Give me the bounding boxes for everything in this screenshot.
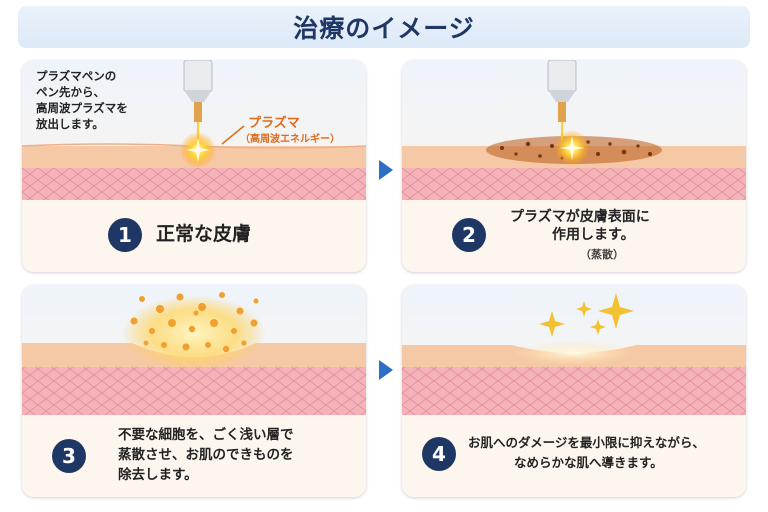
step-note: （蒸散） bbox=[580, 248, 624, 261]
removal-illustration bbox=[22, 285, 366, 435]
step-description: 正常な皮膚 bbox=[156, 223, 252, 245]
next-arrow-icon bbox=[379, 360, 393, 380]
step-number-badge: 3 bbox=[52, 439, 86, 473]
step-number-badge: 2 bbox=[452, 218, 486, 252]
next-arrow-icon bbox=[379, 160, 393, 180]
step-description: 不要な細胞を、ごく浅い層で 蒸散させ、お肌のできものを 除去します。 bbox=[118, 427, 294, 483]
step-number-badge: 1 bbox=[108, 218, 142, 252]
step-number-badge: 4 bbox=[422, 437, 456, 471]
step-description-line1: お肌へのダメージを最小限に抑えながら、 bbox=[468, 435, 705, 450]
step-description-line1: プラズマが皮膚表面に bbox=[510, 209, 650, 225]
step-panel-3: 3 不要な細胞を、ごく浅い層で 蒸散させ、お肌のできものを 除去します。 bbox=[22, 285, 366, 497]
step-panel-2: 2 プラズマが皮膚表面に 作用します。 （蒸散） bbox=[402, 60, 746, 272]
plasma-sublabel: （高周波エネルギー） bbox=[240, 134, 340, 145]
title-banner: 治療のイメージ bbox=[18, 6, 750, 48]
step-caption: 4 お肌へのダメージを最小限に抑えながら、 なめらかな肌へ導きます。 bbox=[402, 415, 746, 497]
step-caption: 3 不要な細胞を、ごく浅い層で 蒸散させ、お肌のできものを 除去します。 bbox=[22, 415, 366, 497]
step-caption: 1 正常な皮膚 bbox=[22, 200, 366, 272]
normal-skin-illustration bbox=[22, 60, 366, 210]
plasma-label: プラズマ bbox=[248, 116, 300, 131]
step-caption: 2 プラズマが皮膚表面に 作用します。 （蒸散） bbox=[402, 200, 746, 272]
smooth-skin-illustration bbox=[402, 285, 746, 435]
step-panel-4: 4 お肌へのダメージを最小限に抑えながら、 なめらかな肌へ導きます。 bbox=[402, 285, 746, 497]
vaporization-illustration bbox=[402, 60, 746, 210]
step-panel-1: プラズマペンの ペン先から、 高周波プラズマを 放出します。 プラズマ （高周波… bbox=[22, 60, 366, 272]
step-description-line2: なめらかな肌へ導きます。 bbox=[514, 455, 663, 470]
page-title: 治療のイメージ bbox=[293, 14, 475, 43]
intro-text: プラズマペンの ペン先から、 高周波プラズマを 放出します。 bbox=[36, 69, 128, 131]
step-description-line2: 作用します。 bbox=[552, 227, 635, 243]
